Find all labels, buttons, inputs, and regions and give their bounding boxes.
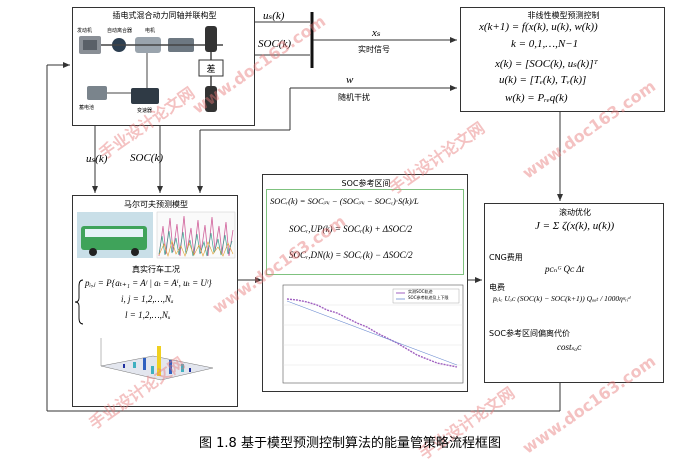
- hybrid-box-title: 插电式混合动力同轴并联构型: [112, 11, 217, 20]
- markov-box-subtitle: 真实行车工况: [132, 265, 180, 274]
- signal-w: w: [346, 74, 354, 86]
- markov-illustrations: [74, 211, 236, 381]
- nonlinear-eq3: x(k) = [SOC(k), uₛ(k)]ᵀ: [495, 58, 598, 70]
- signal-soc-left: SOC(k): [130, 152, 163, 164]
- figure-caption: 图 1.8 基于模型预测控制算法的能量管策略流程框图: [199, 436, 501, 451]
- signal-xs: xₛ: [372, 27, 381, 39]
- nonlinear-box-title: 非线性模型预测控制: [527, 11, 600, 20]
- soc-reference-box: SOC参考区间 SOCᵣ(k) = SOCᵢₙᵢ − (SOCᵢₙᵢ − SOC…: [262, 174, 468, 392]
- nonlinear-eq1: x(k+1) = f(x(k), u(k), w(k)): [479, 21, 598, 33]
- markov-prediction-box: 马尔可夫预测模型 真实行车工况 pᵢ,ⱼ = P{aₜ₊₁ = Aʲ | aₜ …: [72, 195, 238, 407]
- opt-eq1: J = Σ ζ(x(k), u(k)): [535, 220, 615, 232]
- rolling-optimization-box: 滚动优化 J = Σ ζ(x(k), u(k)) CNG费用 pᴄₙᴳ Qᴄ Δ…: [484, 203, 664, 383]
- signal-soc-top: SOC(k): [258, 38, 291, 50]
- nonlinear-eq4: u(k) = [Tₑ(k), Tᵥ(k)]: [499, 74, 587, 86]
- opt-elec-label: 电费: [489, 283, 505, 292]
- drivetrain-illustration: 差: [79, 26, 224, 112]
- hybrid-powertrain-box: 插电式混合动力同轴并联构型 差 发动机 自动离合器 电机 蓄电池 变速器: [72, 7, 255, 126]
- markov-eq1: pᵢ,ⱼ = P{aₜ₊₁ = Aʲ | aₜ = Aⁱ, uₜ = Uˡ}: [85, 278, 212, 288]
- soc-legend-reference: SOC参考轨迹及上下限: [408, 295, 449, 300]
- opt-cng-eq: pᴄₙᴳ Qᴄ Δt: [545, 264, 585, 274]
- markov-box-title: 马尔可夫预测模型: [124, 200, 188, 209]
- component-label-clutch: 自动离合器: [107, 28, 133, 34]
- opt-box-title: 滚动优化: [559, 208, 591, 217]
- signal-random: 随机干扰: [338, 93, 370, 102]
- nonlinear-mpc-box: 非线性模型预测控制 x(k+1) = f(x(k), u(k), w(k)) k…: [460, 7, 665, 112]
- markov-eq2: i, j = 1,2,…,Nₐ: [121, 294, 174, 304]
- signal-realtime: 实时信号: [358, 45, 390, 54]
- soc-trajectory-plot: [282, 284, 464, 384]
- opt-elec-eq: pₑₗₑ Uₒᴄ (SOC(k) − SOC(k+1)) Qₐₐₜ / 1000…: [493, 294, 631, 303]
- component-label-motor: 电机: [145, 28, 156, 34]
- signal-us-left: uₛ(k): [86, 153, 108, 165]
- opt-dev-label: SOC参考区间偏离代价: [489, 329, 570, 338]
- soc-formula-panel: SOCᵣ(k) = SOCᵢₙᵢ − (SOCᵢₙᵢ − SOCₑ)·S(k)/…: [266, 189, 464, 275]
- nonlinear-eq2: k = 0,1,…,N−1: [511, 38, 579, 50]
- nonlinear-eq5: w(k) = Pᵣₑq(k): [505, 92, 568, 104]
- soc-eq1: SOCᵣ(k) = SOCᵢₙᵢ − (SOCᵢₙᵢ − SOCₑ)·S(k)/…: [270, 196, 419, 206]
- soc-legend-measured: 实测SOC轨迹: [408, 289, 433, 294]
- soc-eq2: SOCᵣ,UP(k) = SOCᵣ(k) + ΔSOC/2: [289, 224, 413, 234]
- soc-eq3: SOCᵣ,DN(k) = SOCᵣ(k) − ΔSOC/2: [289, 250, 413, 260]
- svg-text:差: 差: [206, 63, 215, 75]
- opt-cng-label: CNG费用: [489, 253, 523, 262]
- component-label-battery: 蓄电池: [79, 105, 95, 111]
- markov-eq3: l = 1,2,…,Nᵤ: [125, 310, 171, 320]
- opt-dev-eq: costₛₒᴄ: [557, 342, 582, 352]
- soc-box-title: SOC参考区间: [341, 179, 391, 188]
- component-label-engine: 发动机: [77, 28, 93, 34]
- signal-us-top: uₛ(k): [263, 10, 285, 22]
- component-label-transmission: 变速器: [137, 108, 153, 114]
